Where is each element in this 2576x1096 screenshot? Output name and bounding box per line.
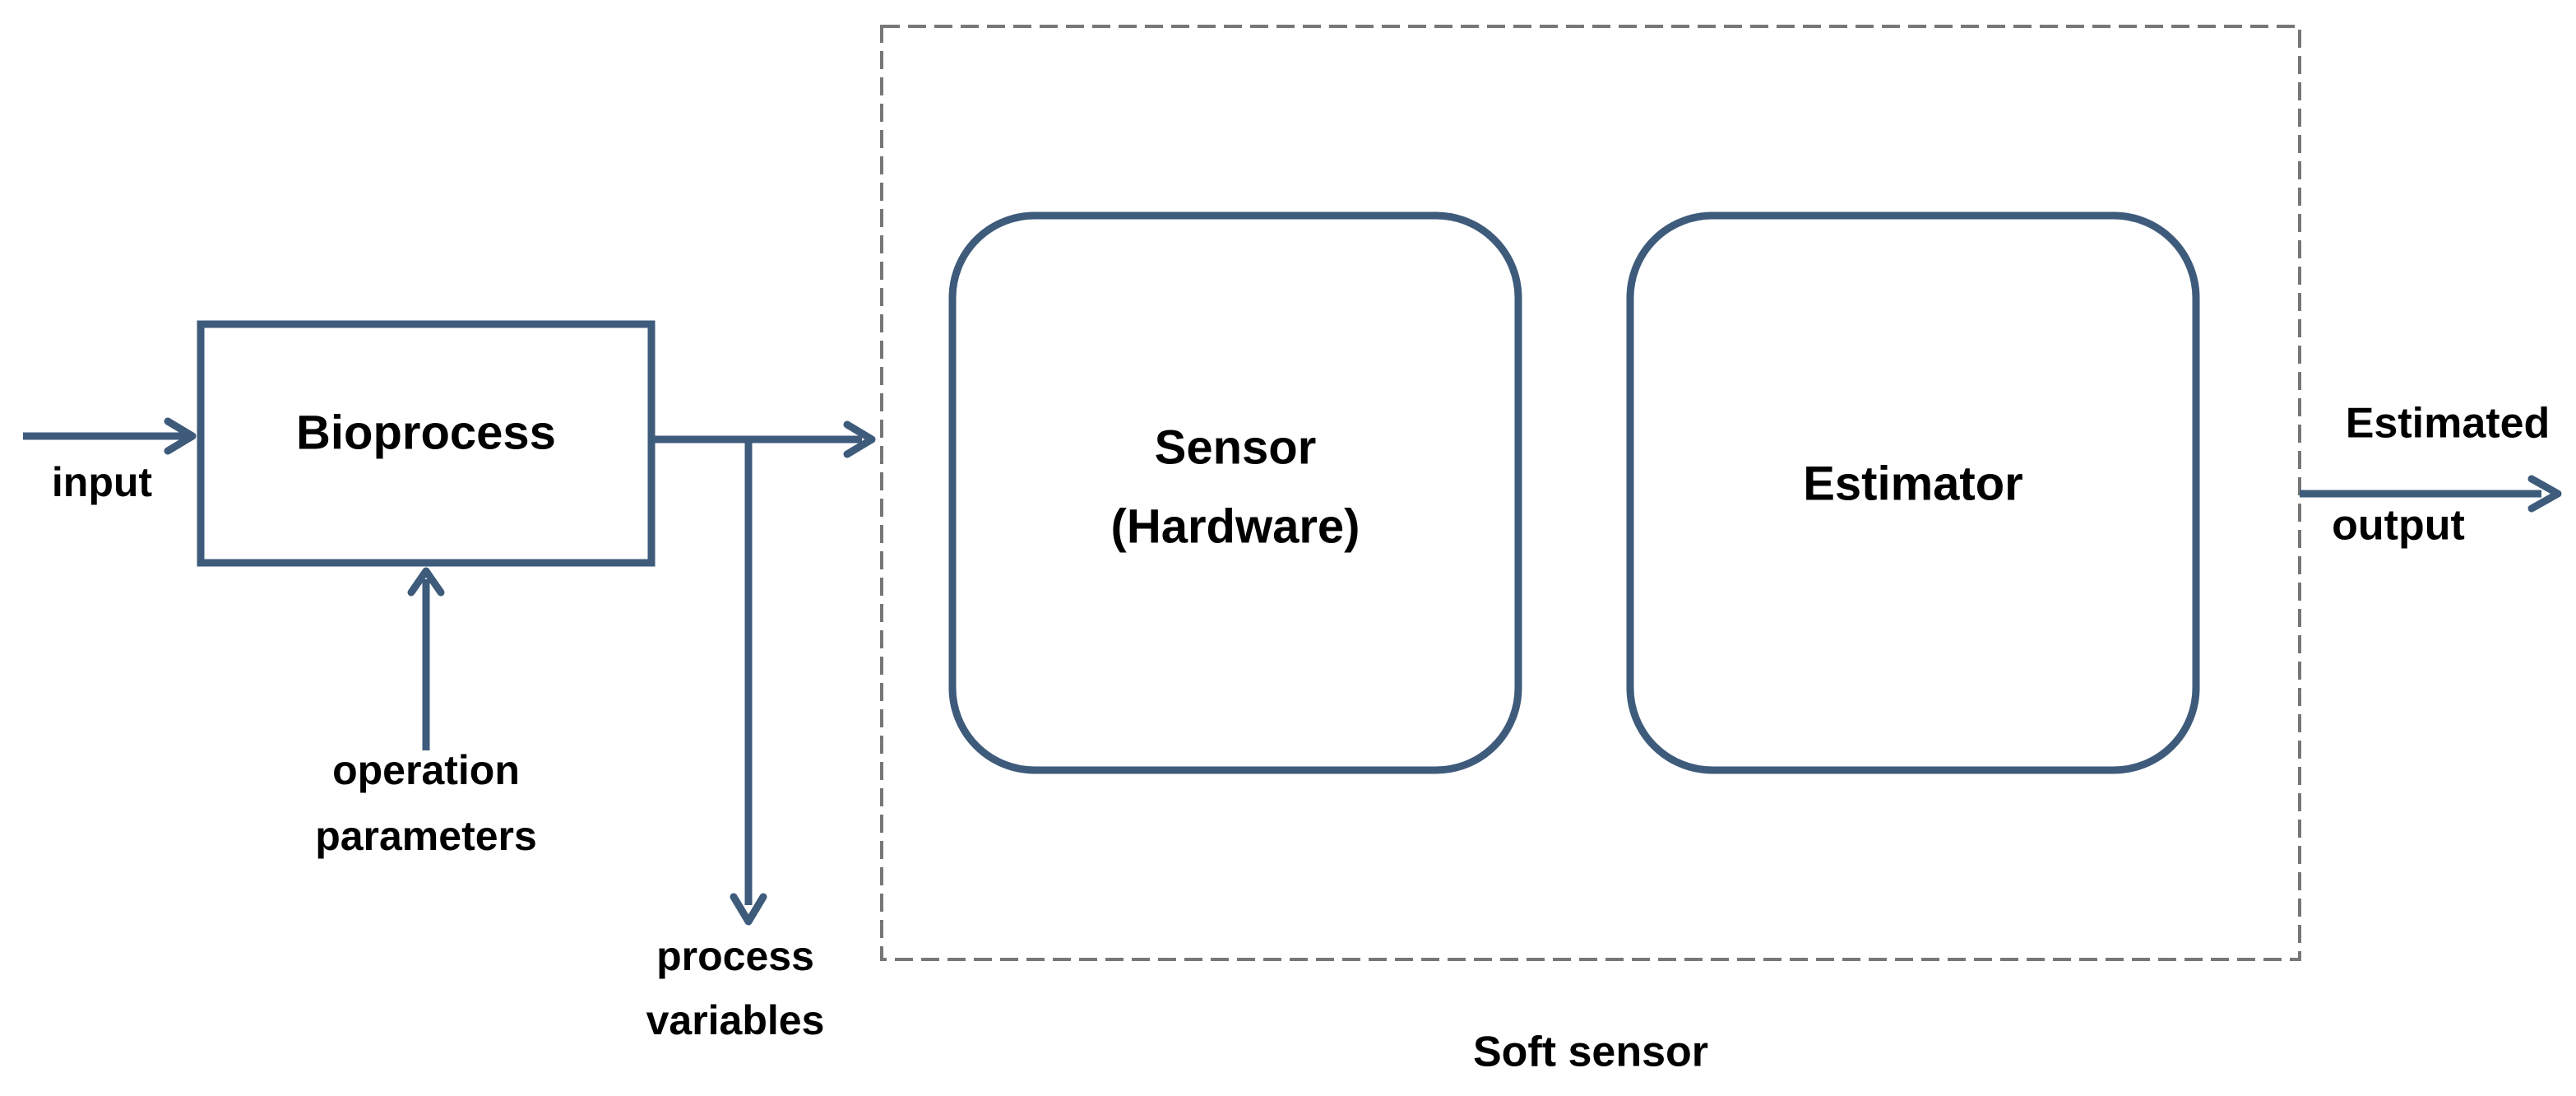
input-label: input [52,459,153,505]
operation-parameters-label-line2: parameters [315,813,537,859]
operation-parameters-label-line1: operation [332,747,520,793]
process-variables-label-line1: process [656,933,814,979]
sensor-label-line1: Sensor [1155,420,1317,474]
estimator-block [1626,211,2200,774]
sensor-label-line2: (Hardware) [1111,499,1360,553]
estimator-label: Estimator [1803,457,2023,510]
input-arrowhead [164,417,197,455]
bioprocess-output-arrowhead [843,420,876,458]
estimated-output-label-line2: output [2332,502,2465,550]
process-variables-label-line2: variables [646,997,825,1043]
operation-parameters-arrowhead [407,567,445,597]
soft-sensor-label: Soft sensor [1473,1029,1708,1076]
bioprocess-label: Bioprocess [296,406,556,459]
process-variables-arrowhead [730,893,767,926]
bioprocess-block [197,320,656,567]
sensor-hardware-block [948,211,1522,774]
estimated-output-label-line1: Estimated [2346,400,2551,448]
estimated-output-arrowhead [2527,475,2562,513]
